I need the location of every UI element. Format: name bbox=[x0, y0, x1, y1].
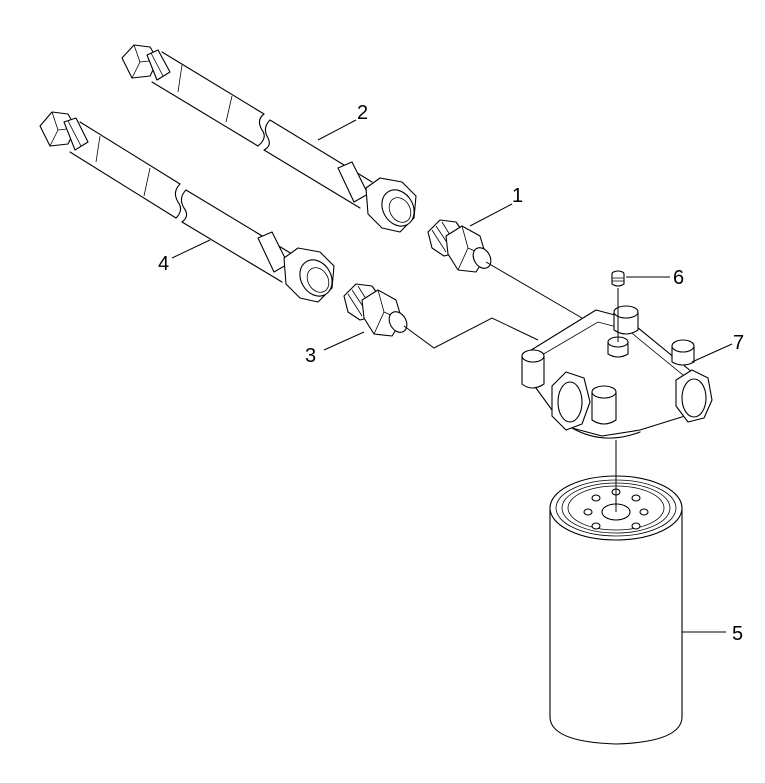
callout-1: 1 bbox=[469, 185, 523, 227]
callout-1-label: 1 bbox=[512, 185, 523, 207]
assembly-lines bbox=[403, 261, 619, 512]
hose-2 bbox=[121, 44, 417, 233]
callout-6: 6 bbox=[626, 267, 684, 289]
callout-3: 3 bbox=[305, 331, 365, 367]
callout-7-label: 7 bbox=[733, 332, 744, 354]
callout-4-label: 4 bbox=[158, 253, 169, 275]
callout-5: 5 bbox=[682, 623, 743, 645]
callout-2-label: 2 bbox=[357, 102, 368, 124]
callout-4: 4 bbox=[158, 239, 211, 275]
plug-6 bbox=[611, 270, 625, 287]
callout-5-label: 5 bbox=[732, 623, 743, 645]
adapter-1 bbox=[427, 219, 492, 273]
callout-7: 7 bbox=[691, 332, 744, 363]
callout-6-label: 6 bbox=[673, 267, 684, 289]
filter-head-7 bbox=[521, 305, 713, 439]
filter-cartridge-5 bbox=[549, 475, 683, 745]
callout-3-label: 3 bbox=[305, 345, 316, 367]
hose-4 bbox=[39, 111, 335, 303]
adapter-3 bbox=[343, 283, 408, 337]
callout-2: 2 bbox=[317, 102, 368, 141]
